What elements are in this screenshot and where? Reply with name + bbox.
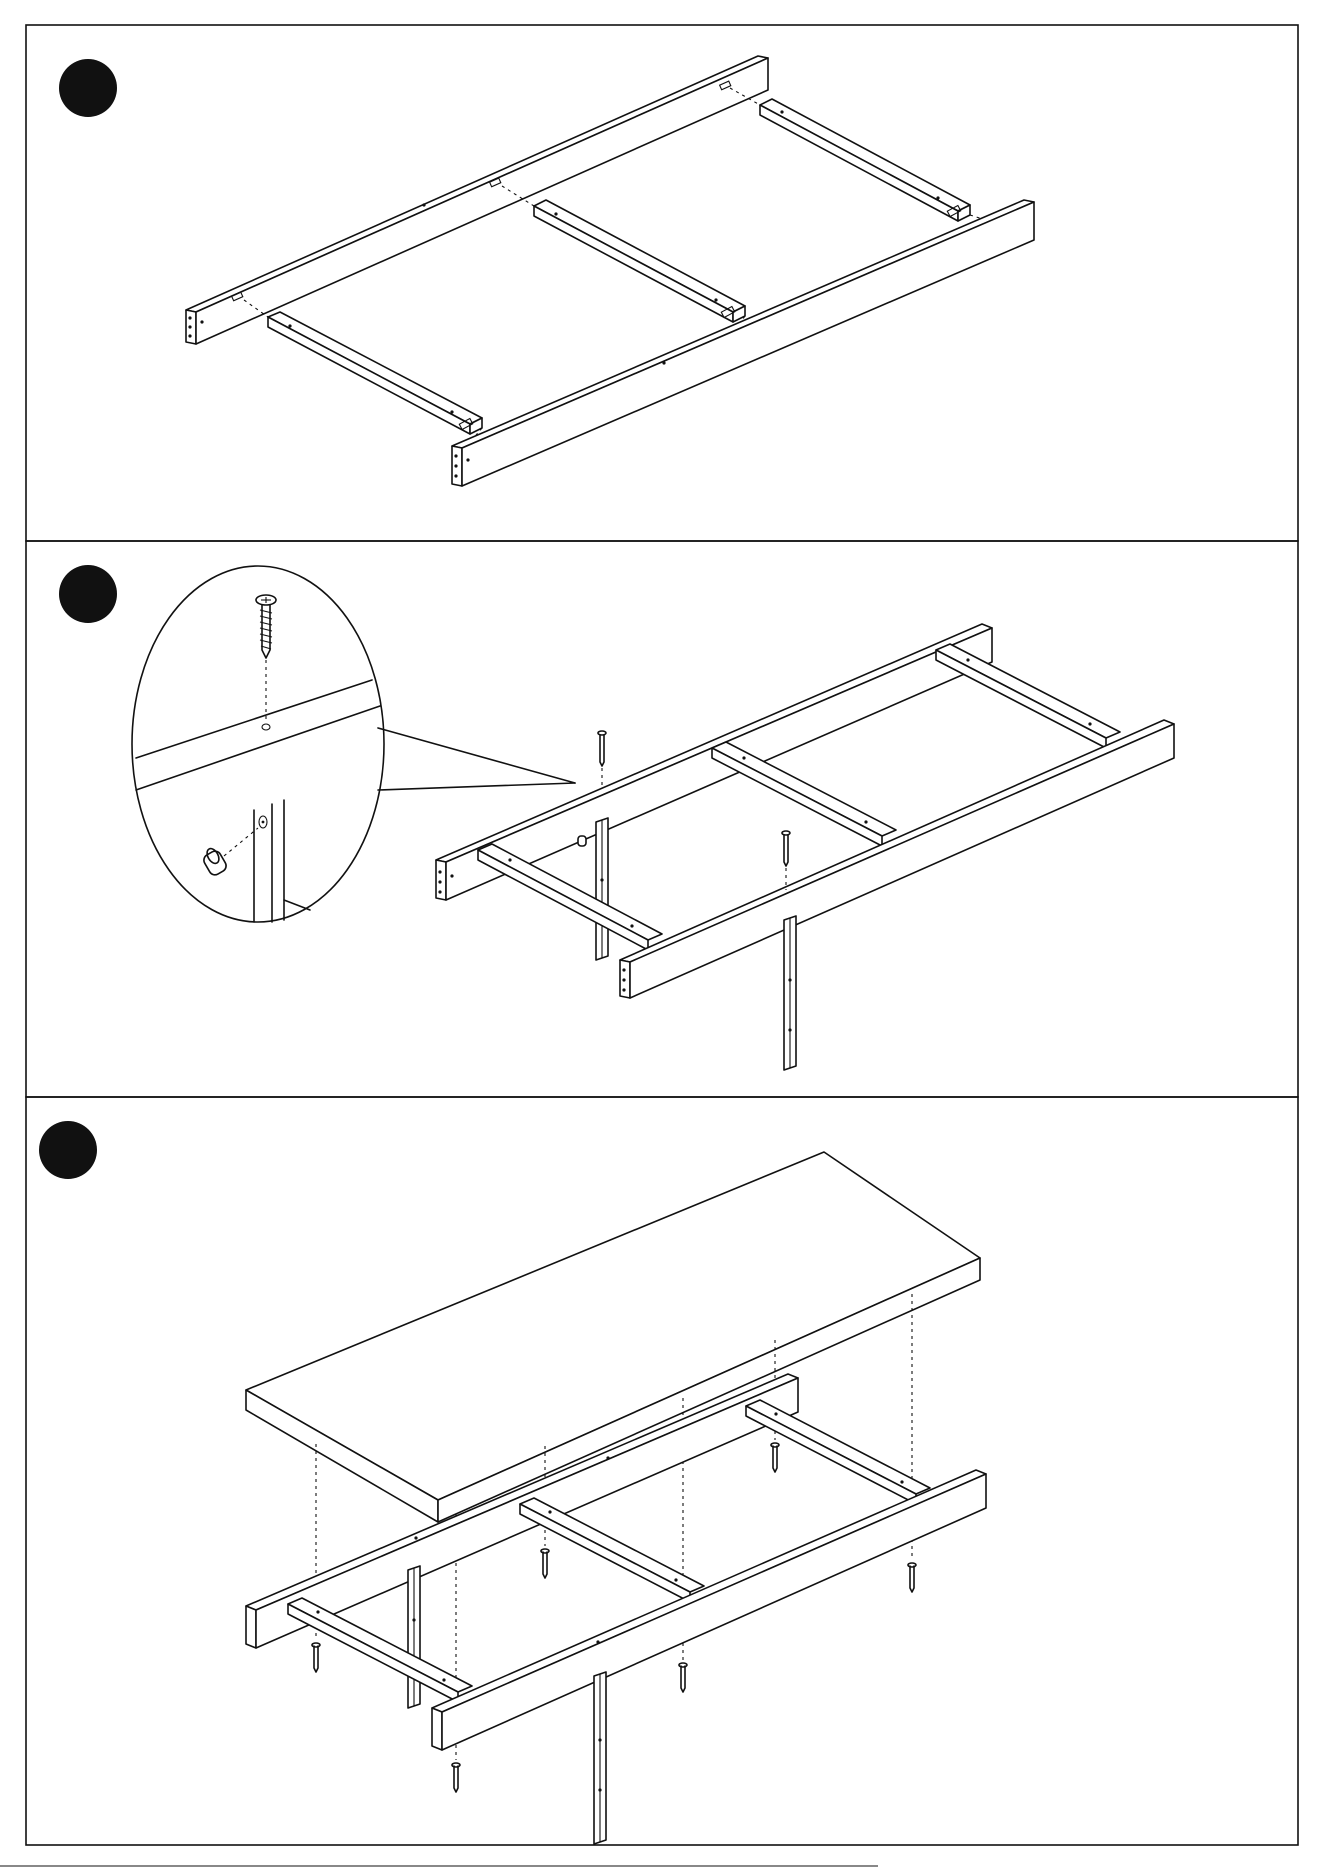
screw-icon (771, 1443, 779, 1472)
step-3-drawing (246, 1152, 986, 1844)
barrel-nut-icon (202, 828, 258, 877)
step-2-drawing (132, 566, 1174, 1070)
screw-icon (782, 831, 790, 890)
cross-bar-left (268, 312, 482, 434)
cross-bar-right (760, 99, 970, 221)
screw-icon (452, 1763, 460, 1792)
screw-icon (312, 1643, 320, 1672)
cross-bar-middle (534, 200, 745, 322)
screw-icon (679, 1663, 687, 1692)
step-2-marker (59, 565, 117, 623)
screw-icon (908, 1563, 916, 1592)
step-1-drawing (186, 56, 1034, 486)
side-frame-assembled (436, 624, 1174, 1070)
cross-bar-left (288, 1598, 472, 1702)
screw-icon (541, 1549, 549, 1578)
screw-icon (256, 595, 276, 658)
step-3-marker (39, 1121, 97, 1179)
step-2-panel (26, 541, 1298, 1097)
front-side-rail (452, 200, 1034, 486)
screw-icon (598, 731, 606, 786)
back-side-rail (186, 56, 768, 344)
step-1-marker (59, 59, 117, 117)
